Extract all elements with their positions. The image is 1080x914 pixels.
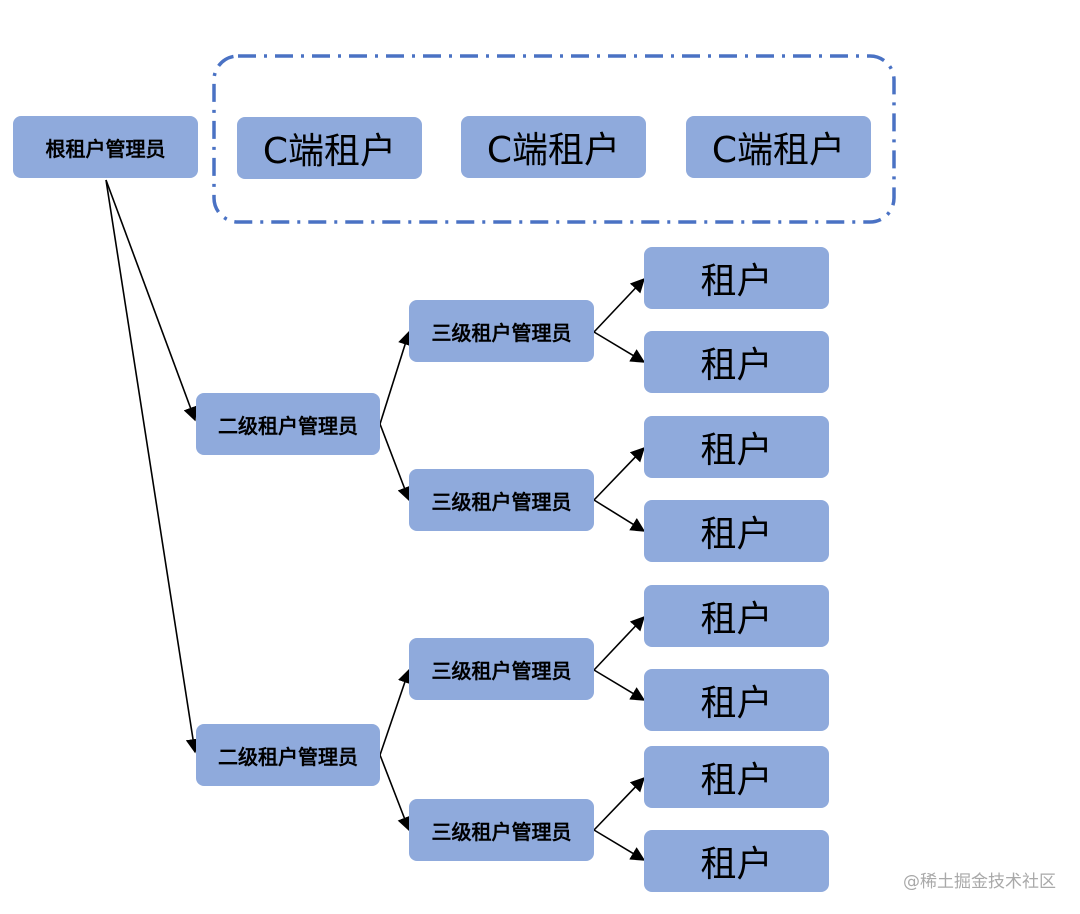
- edge-l3a-t1: [593, 277, 645, 333]
- level2-admin-node-2: 二级租户管理员: [196, 724, 380, 786]
- edge-l2a-l3b: [379, 423, 412, 502]
- edge-l3d-t7: [593, 776, 645, 831]
- tenant-node-8: 租户: [644, 830, 829, 892]
- edge-root-l2-1: [105, 179, 198, 422]
- edge-l2b-l3d: [379, 754, 412, 832]
- edge-l3a-t2: [593, 331, 646, 363]
- level2-admin-node-1: 二级租户管理员: [196, 393, 380, 455]
- level3-admin-node-2: 三级租户管理员: [409, 469, 594, 531]
- level3-admin-node-4: 三级租户管理员: [409, 799, 594, 861]
- edge-l3c-t5: [593, 615, 645, 671]
- edge-root-l2-2: [105, 179, 201, 754]
- edge-l2a-l3a: [379, 330, 412, 425]
- tenant-node-4: 租户: [644, 500, 829, 562]
- watermark: @稀土掘金技术社区: [903, 872, 1056, 892]
- tenant-node-2: 租户: [644, 331, 829, 393]
- tenant-node-1: 租户: [644, 247, 829, 309]
- edge-l2b-l3c: [379, 668, 412, 756]
- c-tenant-node-3: C端租户: [686, 116, 871, 178]
- edge-l3b-t4: [593, 499, 646, 532]
- tenant-node-5: 租户: [644, 585, 829, 647]
- edge-l3c-t6: [593, 669, 646, 701]
- level3-admin-node-1: 三级租户管理员: [409, 300, 594, 362]
- tenant-node-3: 租户: [644, 416, 829, 478]
- tenant-node-7: 租户: [644, 746, 829, 808]
- edge-l3b-t3: [593, 446, 645, 501]
- level3-admin-node-3: 三级租户管理员: [409, 638, 594, 700]
- c-tenant-node-2: C端租户: [461, 116, 646, 178]
- edge-l3d-t8: [593, 829, 646, 861]
- root-admin-node: 根租户管理员: [13, 116, 198, 178]
- c-tenant-node-1: C端租户: [237, 117, 422, 179]
- tenant-node-6: 租户: [644, 669, 829, 731]
